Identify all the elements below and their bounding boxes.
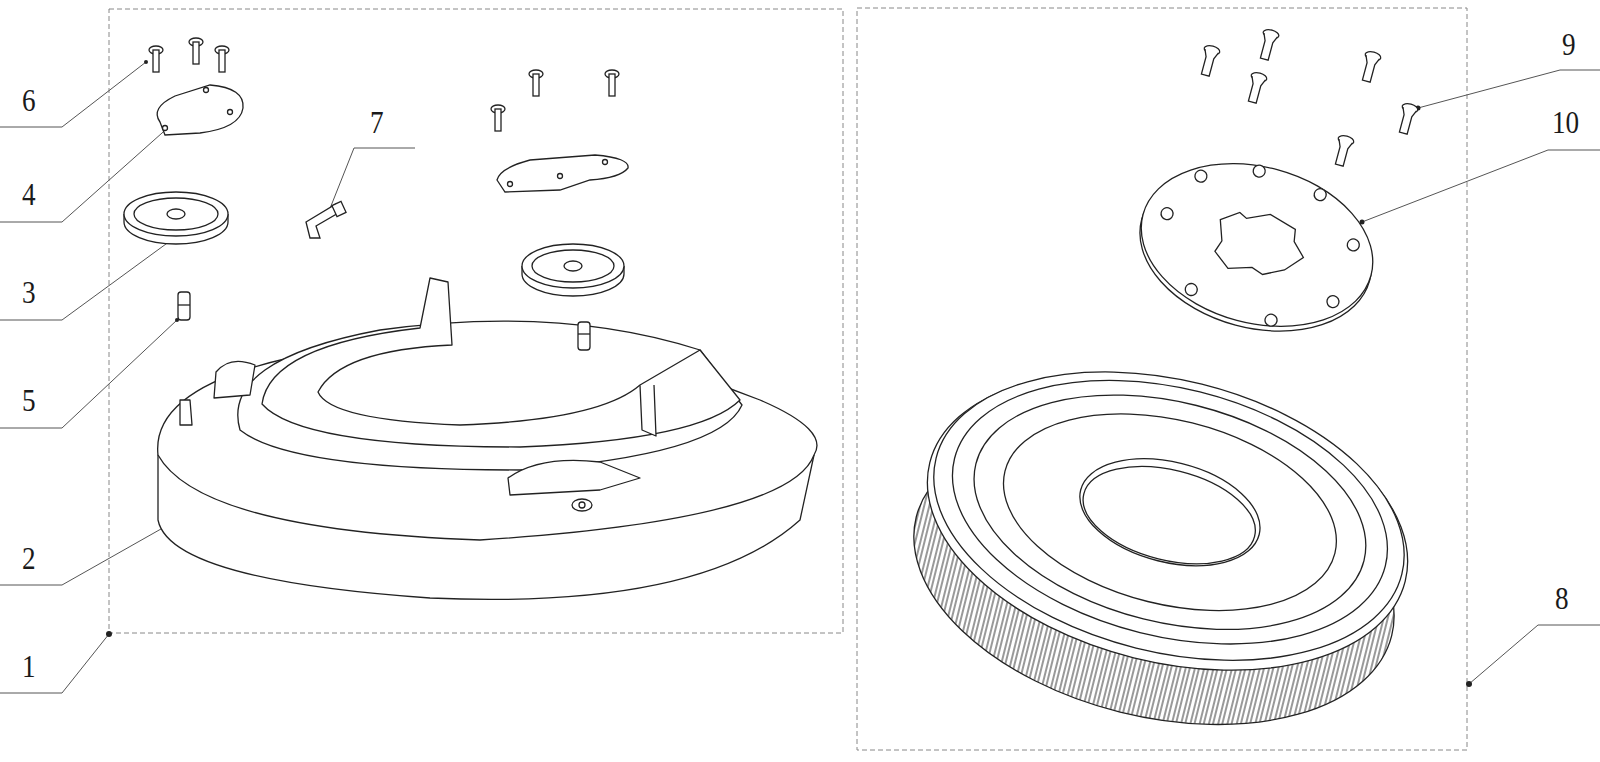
leader-lines — [0, 62, 1600, 693]
screw — [1198, 28, 1419, 167]
callout-number: 5 — [22, 382, 36, 418]
callout-number: 1 — [22, 648, 36, 684]
callout-number: 8 — [1555, 580, 1569, 616]
drive-plate — [1122, 139, 1392, 356]
callout-number: 4 — [22, 176, 36, 212]
callout-number: 6 — [22, 82, 36, 118]
callout-number: 7 — [370, 104, 384, 140]
callout-number: 3 — [22, 274, 36, 310]
callout-number: 9 — [1562, 26, 1576, 62]
brush-housing — [158, 278, 817, 599]
cover-plate — [157, 85, 628, 192]
callout-number: 2 — [22, 540, 36, 576]
leader-dots — [106, 60, 1472, 687]
brush — [882, 325, 1439, 762]
small-hardware — [149, 38, 619, 350]
pulley — [124, 192, 624, 296]
callout-number: 10 — [1552, 104, 1579, 140]
group-frame — [109, 8, 1467, 750]
